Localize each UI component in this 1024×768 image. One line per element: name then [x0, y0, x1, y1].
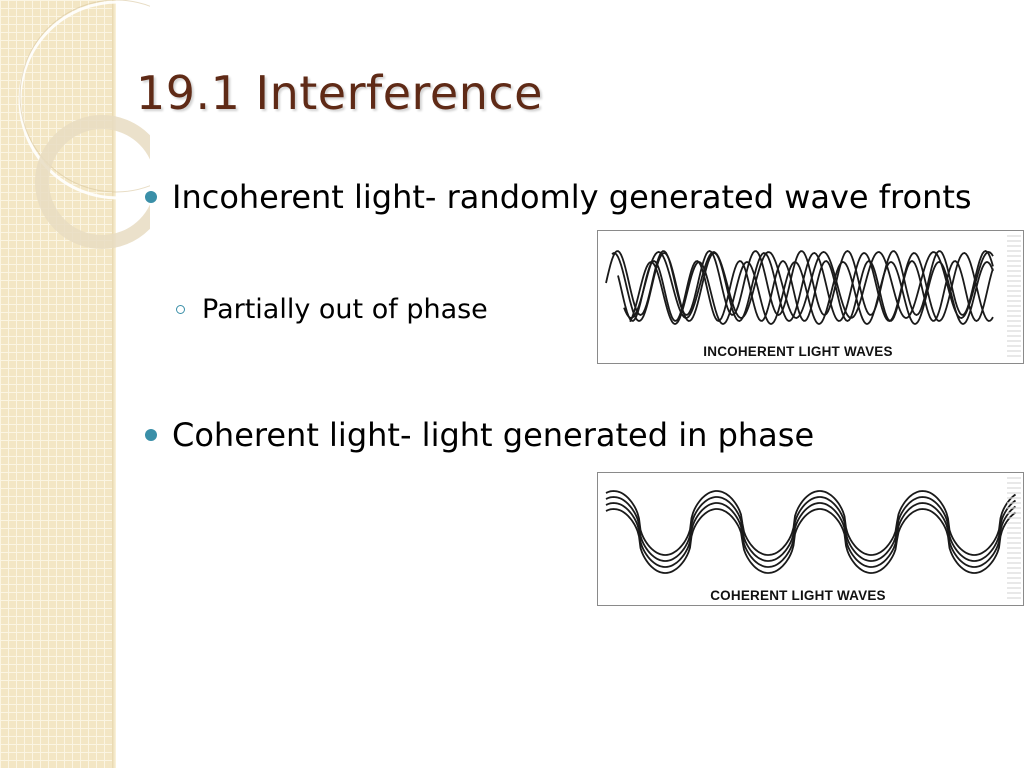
- bullet-dot: [145, 191, 157, 203]
- sub-bullet-phase: Partially out of phase: [176, 290, 488, 330]
- incoherent-wave-line: [629, 261, 994, 325]
- copyright-watermark: [1007, 477, 1021, 601]
- slide-title: 19.1 Interference: [136, 66, 543, 120]
- incoherent-wave-line: [605, 250, 994, 316]
- coherent-wave-line: [605, 508, 1017, 574]
- sub-bullet-text: Partially out of phase: [202, 294, 488, 325]
- sub-bullet-ring: [176, 305, 185, 314]
- incoherent-wave-line: [623, 251, 994, 319]
- coherent-waves-caption: COHERENT LIGHT WAVES: [710, 588, 886, 603]
- decorative-rings: [18, 0, 150, 249]
- bullet-coherent: Coherent light- light generated in phase: [145, 408, 972, 462]
- bullet-dot: [145, 429, 157, 441]
- copyright-watermark: [1007, 235, 1021, 359]
- bullet-text: Incoherent light- randomly generated wav…: [172, 178, 972, 216]
- coherent-waves-drawing: [605, 490, 1017, 574]
- bullet-text: Coherent light- light generated in phase: [172, 416, 815, 454]
- side-panel-divider: [112, 0, 116, 768]
- coherent-wave-line: [605, 496, 1017, 562]
- bullet-incoherent: Incoherent light- randomly generated wav…: [145, 170, 972, 224]
- coherent-wave-line: [605, 490, 1017, 556]
- incoherent-waves-figure: INCOHERENT LIGHT WAVES: [597, 230, 1024, 364]
- incoherent-wave-line: [611, 252, 994, 322]
- incoherent-waves-caption: INCOHERENT LIGHT WAVES: [703, 344, 893, 359]
- incoherent-waves-drawing: [605, 250, 994, 325]
- coherent-wave-line: [605, 502, 1017, 568]
- coherent-waves-figure: COHERENT LIGHT WAVES: [597, 472, 1024, 606]
